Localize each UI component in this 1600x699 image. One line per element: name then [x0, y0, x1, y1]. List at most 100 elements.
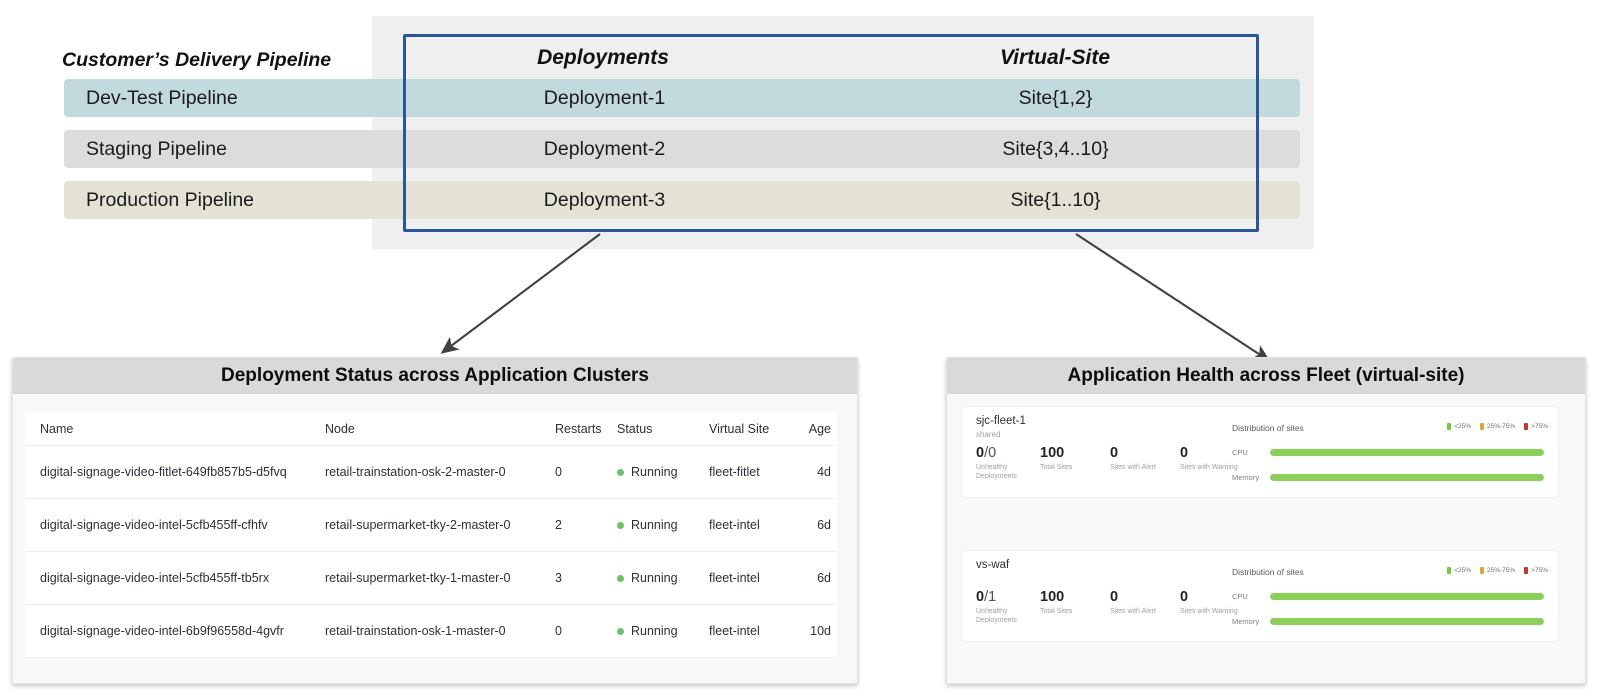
cell-restarts: 2	[555, 518, 562, 532]
cell-virtual-site: fleet-intel	[709, 518, 760, 532]
deployment-status-panel: Deployment Status across Application Clu…	[12, 357, 858, 684]
pipeline-deployment: Deployment-1	[543, 87, 666, 109]
stat-label: Sites with Warning	[1180, 464, 1238, 471]
memory-distribution-bar: Memory	[1232, 471, 1544, 483]
cell-restarts: 0	[555, 624, 562, 638]
legend-item-low: <25%	[1447, 423, 1471, 430]
legend-item-low: <25%	[1447, 567, 1471, 574]
column-header-status: Status	[617, 421, 653, 436]
panel-title: Application Health across Fleet (virtual…	[1067, 365, 1465, 386]
cell-virtual-site: fleet-intel	[709, 624, 760, 638]
stat-total-sites: 100 Total Sites	[1040, 445, 1112, 473]
cell-name: digital-signage-video-fitlet-649fb857b5-…	[40, 465, 287, 479]
bar-track	[1270, 617, 1544, 625]
column-header-restarts: Restarts	[555, 421, 602, 436]
stat-label: Total Sites	[1040, 464, 1073, 471]
legend-swatch-high-icon	[1524, 423, 1529, 430]
distribution-title: Distribution of sites	[1232, 567, 1304, 577]
cell-virtual-site: fleet-intel	[709, 571, 760, 585]
distribution-legend: <25% 25%-75% >75%	[1447, 423, 1548, 430]
stat-label: Sites with Warning	[1180, 608, 1238, 615]
stat-label: Unhealthy Deployments	[976, 608, 1017, 624]
stat-label: Unhealthy Deployments	[976, 464, 1017, 480]
pipeline-name: Dev-Test Pipeline	[86, 87, 238, 109]
table-row[interactable]: digital-signage-video-intel-5cfb455ff-tb…	[25, 552, 837, 605]
cell-name: digital-signage-video-intel-6b9f96558d-4…	[40, 624, 284, 638]
deployments-table: Name Node Restarts Status Virtual Site A…	[25, 412, 837, 658]
cell-node: retail-supermarket-tky-2-master-0	[325, 518, 511, 532]
status-dot-icon	[617, 468, 624, 476]
distribution-legend: <25% 25%-75% >75%	[1447, 567, 1548, 574]
stat-label: Total Sites	[1040, 608, 1073, 615]
pipeline-deployment: Deployment-2	[543, 138, 666, 160]
cell-restarts: 3	[555, 571, 562, 585]
fleet-card[interactable]: vs-waf 0/1 Unhealthy Deployments 100 Tot…	[961, 550, 1559, 642]
stat-denominator: /0	[984, 445, 997, 461]
status-label: Running	[631, 465, 678, 479]
pipeline-name: Production Pipeline	[86, 189, 255, 211]
cell-status: Running	[617, 465, 709, 479]
cell-status: Running	[617, 624, 709, 638]
pipeline-virtual-site: Site{1..10}	[1010, 189, 1101, 211]
highlight-box	[403, 34, 1259, 232]
table-row[interactable]: digital-signage-video-intel-6b9f96558d-4…	[25, 605, 837, 658]
legend-item-mid: 25%-75%	[1480, 567, 1515, 574]
fleet-subtitle: shared	[976, 430, 1001, 439]
cell-age: 6d	[817, 571, 831, 585]
stat-sites-with-alert: 0 Sites with Alert	[1110, 445, 1182, 473]
bar-label: Memory	[1232, 616, 1260, 626]
column-header-delivery-pipeline: Customer’s Delivery Pipeline	[62, 49, 332, 71]
stat-sites-with-alert: 0 Sites with Alert	[1110, 589, 1182, 617]
bar-fill	[1270, 617, 1544, 625]
status-dot-icon	[617, 574, 624, 582]
stat-value: 0	[976, 589, 985, 605]
stat-denominator: /1	[984, 589, 997, 605]
deployment-status-header: Deployment Status across Application Clu…	[13, 358, 857, 394]
stat-unhealthy-deployments: 0/0 Unhealthy Deployments	[976, 445, 1048, 481]
stat-value: 0	[976, 445, 985, 461]
stat-value: 0	[1110, 589, 1119, 605]
fleet-card[interactable]: sjc-fleet-1 shared 0/0 Unhealthy Deploym…	[961, 406, 1559, 498]
legend-swatch-high-icon	[1524, 567, 1529, 574]
application-health-panel: Application Health across Fleet (virtual…	[946, 357, 1586, 684]
memory-distribution-bar: Memory	[1232, 615, 1544, 627]
bar-track	[1270, 448, 1544, 456]
pipeline-virtual-site: Site{3,4..10}	[1002, 138, 1109, 160]
cell-node: retail-trainstation-osk-1-master-0	[325, 624, 506, 638]
legend-swatch-mid-icon	[1480, 567, 1484, 574]
column-header-node: Node	[325, 421, 355, 436]
stat-value: 0	[1180, 445, 1189, 461]
stat-value: 0	[1110, 445, 1119, 461]
legend-item-mid: 25%-75%	[1480, 423, 1515, 430]
bar-fill	[1270, 473, 1544, 481]
cell-status: Running	[617, 518, 709, 532]
fleet-name: sjc-fleet-1	[976, 415, 1026, 427]
cell-restarts: 0	[555, 465, 562, 479]
bar-track	[1270, 473, 1544, 481]
legend-label: 25%-75%	[1487, 423, 1516, 430]
pipeline-virtual-site: Site{1,2}	[1018, 87, 1093, 109]
status-label: Running	[631, 571, 678, 585]
stat-label: Sites with Alert	[1110, 464, 1156, 471]
table-row[interactable]: digital-signage-video-intel-5cfb455ff-cf…	[25, 499, 837, 552]
pipeline-row: Dev-Test Pipeline Deployment-1 Site{1,2}	[64, 79, 1300, 117]
stat-value: 100	[1040, 589, 1065, 605]
stat-value: 0	[1180, 589, 1189, 605]
table-row[interactable]: digital-signage-video-fitlet-649fb857b5-…	[25, 446, 837, 499]
bar-track	[1270, 592, 1544, 600]
pipeline-name: Staging Pipeline	[86, 138, 227, 160]
bar-label: Memory	[1232, 472, 1260, 482]
legend-label: >75%	[1531, 423, 1548, 430]
bar-label: CPU	[1232, 591, 1248, 601]
column-header-virtual-site: Virtual-Site	[999, 46, 1111, 69]
table-header-row: Name Node Restarts Status Virtual Site A…	[25, 412, 837, 446]
pipeline-row: Production Pipeline Deployment-3 Site{1.…	[64, 181, 1300, 219]
stat-unhealthy-deployments: 0/1 Unhealthy Deployments	[976, 589, 1048, 625]
application-health-header: Application Health across Fleet (virtual…	[947, 358, 1585, 394]
legend-label: >75%	[1531, 567, 1548, 574]
cell-name: digital-signage-video-intel-5cfb455ff-cf…	[40, 518, 268, 532]
cpu-distribution-bar: CPU	[1232, 590, 1544, 602]
legend-swatch-low-icon	[1447, 567, 1452, 574]
status-dot-icon	[617, 627, 624, 635]
legend-swatch-mid-icon	[1480, 423, 1484, 430]
